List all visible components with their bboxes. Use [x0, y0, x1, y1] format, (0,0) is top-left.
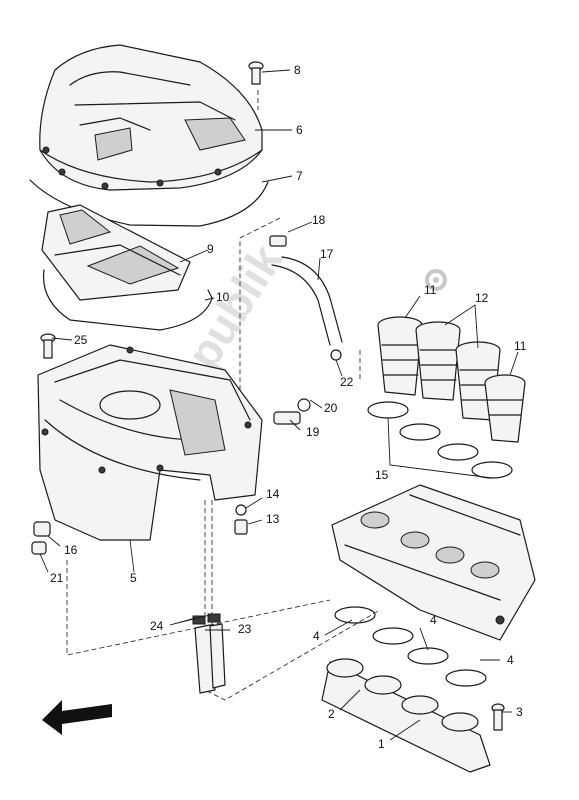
callout-12: 12 [475, 291, 489, 305]
air-filter-element-part [41, 204, 191, 301]
callout-6: 6 [296, 123, 303, 137]
callout-25: 25 [74, 333, 88, 347]
gasket-7-part [29, 179, 269, 227]
breather-hose-17-part [269, 235, 343, 361]
callout-11: 11 [424, 283, 437, 297]
assembly-guide-lines [66, 90, 381, 701]
callout-10: 10 [216, 290, 230, 304]
callout-4: 4 [313, 629, 320, 643]
callout-9: 9 [207, 242, 214, 256]
leader-lines [39, 69, 519, 741]
callout-18: 18 [312, 213, 326, 227]
callout-14: 14 [266, 487, 280, 501]
callout-3: 3 [516, 705, 523, 719]
air-filter-cover-part [39, 44, 263, 191]
air-filter-case-part [37, 344, 263, 541]
screw-8-part [248, 61, 264, 85]
air-funnel-12a-part [415, 321, 461, 401]
callout-16: 16 [64, 543, 78, 557]
callout-4: 4 [507, 653, 514, 667]
callout-21: 21 [50, 571, 64, 585]
throttle-body-part [331, 484, 536, 641]
callout-5: 5 [130, 571, 137, 585]
callout-4: 4 [430, 613, 437, 627]
callout-7: 7 [296, 169, 303, 183]
callout-13: 13 [266, 512, 280, 526]
breather-fitting-19-part [273, 398, 311, 425]
bolt-25-part [40, 333, 56, 359]
screw-3-part [491, 703, 505, 731]
callout-11: 11 [514, 339, 527, 353]
direction-arrow-icon [42, 700, 112, 735]
callout-19: 19 [306, 425, 320, 439]
callout-24: 24 [150, 619, 164, 633]
grommet-16-part [33, 521, 51, 537]
drain-cap-13-part [234, 504, 248, 535]
intake-joint-1-part [321, 658, 491, 773]
callout-labels: 8 6 7 18 9 17 10 11 12 25 11 22 20 19 15… [50, 63, 527, 751]
callout-22: 22 [340, 375, 354, 389]
air-funnel-11b-part [484, 374, 526, 443]
callout-8: 8 [294, 63, 301, 77]
drain-hose-23-part [192, 613, 226, 694]
callout-17: 17 [320, 247, 334, 261]
callout-2: 2 [328, 707, 335, 721]
callout-1: 1 [378, 737, 385, 751]
gear-icon [425, 269, 447, 291]
callout-15: 15 [375, 468, 389, 482]
callout-23: 23 [238, 622, 252, 636]
seal-10-part [42, 269, 213, 331]
air-funnel-11-part [377, 316, 423, 396]
plug-21-part [31, 541, 47, 555]
callout-20: 20 [324, 401, 338, 415]
clamp-4-part [334, 606, 487, 687]
